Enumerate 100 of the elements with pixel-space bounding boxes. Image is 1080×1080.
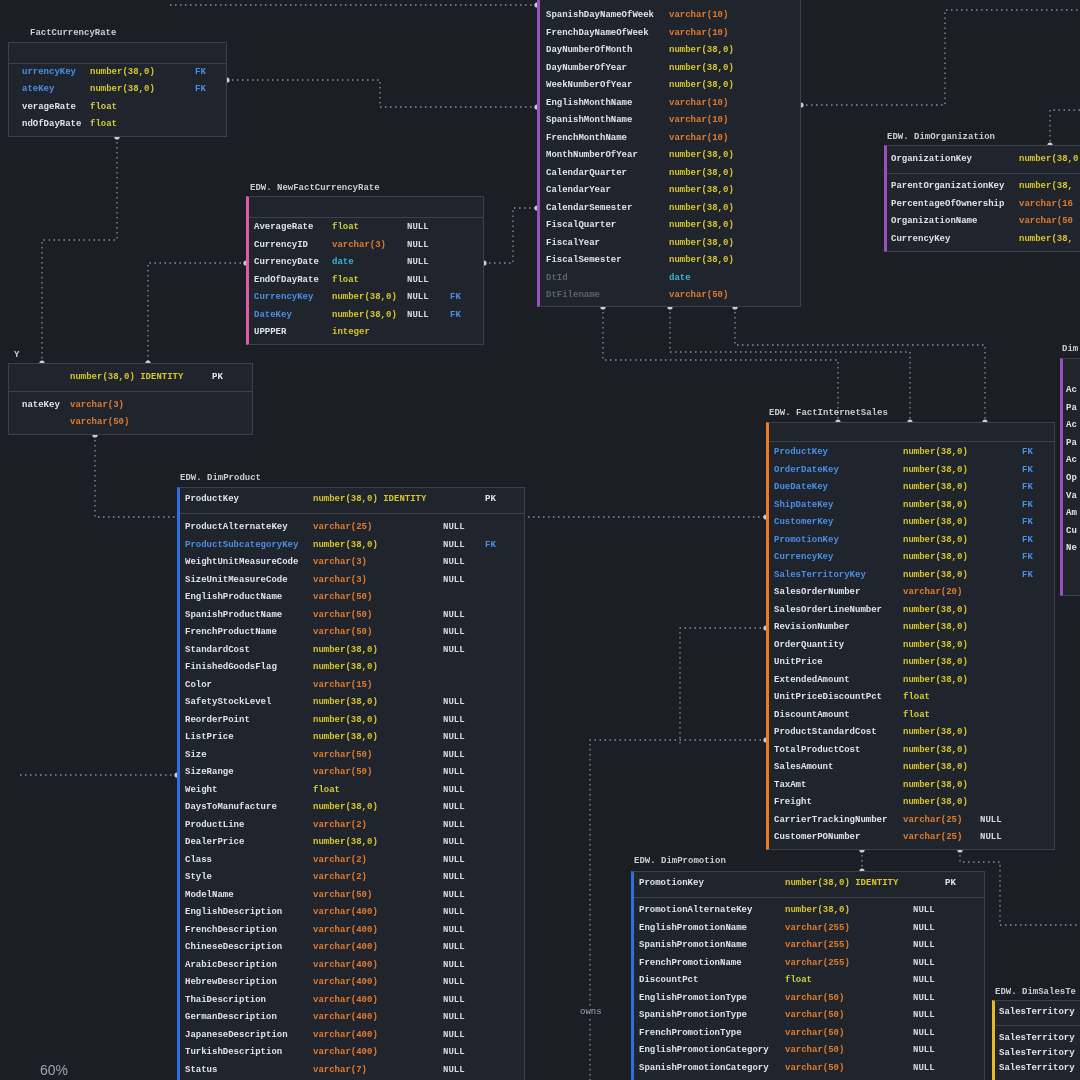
column-name: SpanishPromotionName [639, 939, 748, 952]
data-type: varchar(400) [313, 1046, 378, 1059]
column-name: AverageRate [254, 221, 314, 234]
data-type: varchar(10) [669, 96, 729, 110]
column-name: Am [1066, 507, 1077, 521]
column-name: SalesTerritory [999, 1062, 1075, 1075]
data-type: varchar(10) [669, 26, 729, 40]
column-name: CarrierTrackingNumber [774, 813, 888, 827]
key-label: FK [1022, 481, 1033, 494]
table-title: EDW. DimPromotion [634, 855, 726, 867]
null-constraint: NULL [443, 958, 465, 972]
column-name: CurrencyID [254, 238, 308, 252]
data-type: number(38,0) [313, 538, 378, 552]
null-constraint: NULL [443, 713, 465, 727]
column-name: SalesTerritoryKey [774, 568, 866, 582]
table-title: Y [14, 349, 20, 361]
column-name: FiscalQuarter [546, 219, 617, 232]
data-type: varchar(2) [313, 818, 367, 832]
null-constraint: NULL [407, 256, 429, 269]
data-type: number(38,0) [903, 446, 968, 459]
data-type: varchar(255) [785, 939, 850, 952]
key-label: FK [195, 66, 206, 79]
column-name: CurrencyKey [891, 232, 951, 246]
data-type: varchar(3) [313, 556, 367, 569]
data-type: number(38,0) [669, 254, 734, 267]
column-name: ProductKey [774, 446, 828, 459]
table-title: EDW. NewFactCurrencyRate [250, 182, 380, 194]
column-name: EnglishPromotionType [639, 991, 748, 1005]
column-name: TaxAmt [774, 778, 807, 792]
column-name: RevisionNumber [774, 621, 850, 634]
data-type: varchar(400) [313, 923, 378, 937]
data-type: number(38,0) [903, 551, 968, 564]
data-type: number(38,0) [669, 166, 734, 180]
column-name: ProductKey [185, 493, 239, 506]
null-constraint: NULL [443, 976, 465, 989]
column-name: Style [185, 871, 212, 884]
data-type: varchar(2) [313, 853, 367, 867]
data-type: date [669, 271, 691, 285]
column-name: FrenchMonthName [546, 131, 627, 145]
data-type: number(38,0) [669, 184, 734, 197]
zoom-level: 60% [40, 1062, 69, 1078]
column-name: PromotionKey [639, 877, 704, 890]
data-type: float [785, 974, 812, 987]
column-name: TotalProductCost [774, 743, 861, 757]
data-type: number(38,0) [903, 778, 968, 792]
column-name: Ac [1066, 384, 1077, 397]
column-name: UnitPriceDiscountPct [774, 691, 883, 704]
data-type: varchar(25) [903, 831, 963, 844]
data-type: number(38,0) [90, 66, 155, 79]
data-type: number(38,0) [313, 713, 378, 727]
data-type: number(38,0) [669, 149, 734, 162]
column-name: ChineseDescription [185, 941, 283, 954]
data-type: number(38,0) IDENTITY [70, 371, 184, 384]
null-constraint: NULL [443, 993, 465, 1007]
column-name: Ac [1066, 454, 1077, 468]
data-type: varchar(50) [313, 608, 373, 622]
null-constraint: NULL [443, 626, 465, 639]
data-type: varchar(16 [1019, 197, 1073, 211]
data-type: varchar(400) [313, 906, 378, 919]
column-name: SpanishPromotionType [639, 1009, 748, 1022]
null-constraint: NULL [443, 608, 465, 622]
column-name: DiscountAmount [774, 708, 850, 722]
key-label: FK [450, 308, 461, 322]
data-type: float [90, 117, 117, 131]
data-type: float [90, 100, 117, 114]
table-title: EDW. DimOrganization [887, 131, 996, 143]
column-name: ReorderPoint [185, 713, 250, 727]
column-name: DayNumberOfMonth [546, 44, 633, 57]
data-type: number(38,0) [332, 308, 397, 322]
column-name: PercentageOfOwnership [891, 197, 1005, 211]
null-constraint: NULL [980, 831, 1002, 844]
column-name: ProductStandardCost [774, 726, 877, 739]
table-title: Dim [1062, 343, 1079, 355]
data-type: float [332, 221, 359, 234]
data-type: varchar(50) [313, 888, 373, 902]
data-type: number(38,0) [669, 44, 734, 57]
column-name: EnglishPromotionCategory [639, 1044, 769, 1057]
column-name: PromotionAlternateKey [639, 904, 753, 917]
null-constraint: NULL [913, 1026, 935, 1040]
column-name: OrderDateKey [774, 463, 839, 477]
column-name: CurrencyDate [254, 256, 319, 269]
data-type: varchar(50) [313, 748, 373, 762]
data-type: varchar(10) [669, 114, 729, 127]
data-type: varchar(400) [313, 976, 378, 989]
data-type: float [903, 691, 930, 704]
column-name: CurrencyKey [774, 551, 834, 564]
data-type: number(38, [1019, 232, 1073, 246]
column-name: DateKey [254, 308, 292, 322]
data-type: number(38,0 [1019, 153, 1079, 166]
data-type: varchar(10) [669, 131, 729, 145]
null-constraint: NULL [913, 956, 935, 970]
null-constraint: NULL [407, 221, 429, 234]
column-name: DealerPrice [185, 836, 245, 849]
column-name: Ac [1066, 419, 1077, 433]
column-name: SalesTerritory [999, 1032, 1075, 1045]
null-constraint: NULL [443, 1028, 465, 1042]
table-title: EDW. DimSalesTe [995, 986, 1076, 998]
data-type: number(38,0) [903, 621, 968, 634]
data-type: varchar(50) [669, 289, 729, 302]
null-constraint: NULL [980, 813, 1002, 827]
